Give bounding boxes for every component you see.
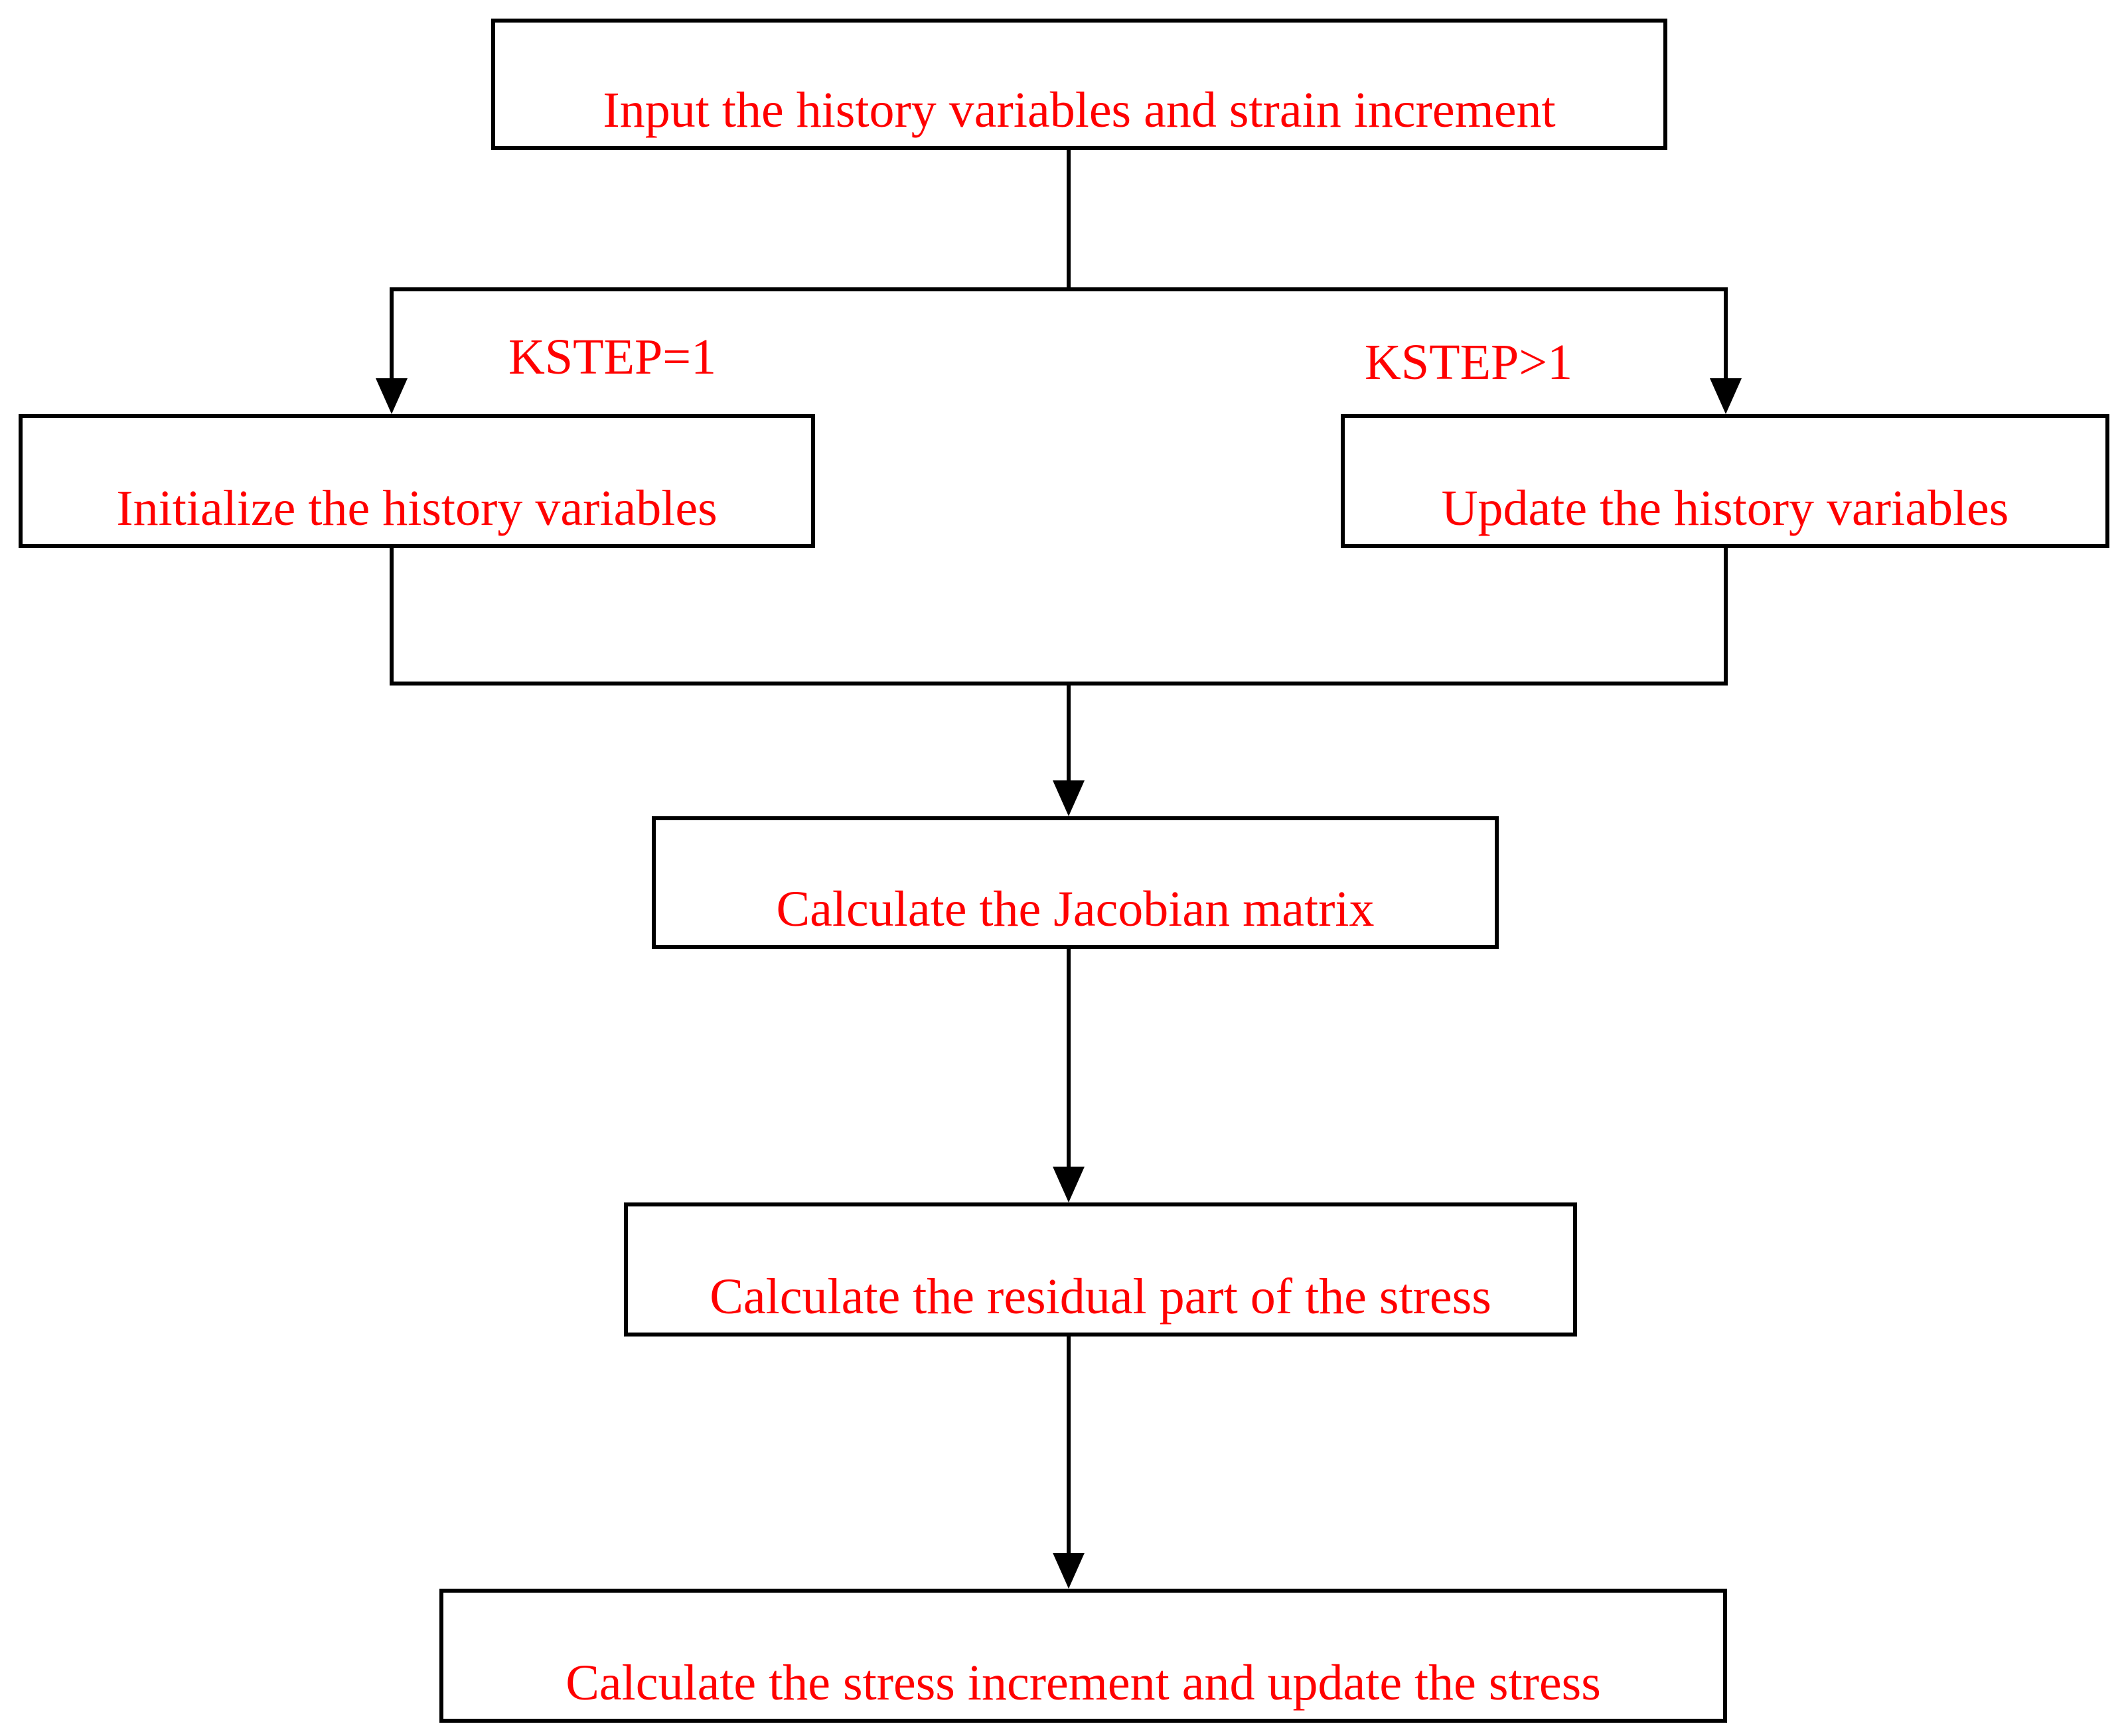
arrowhead-jacobian — [1053, 780, 1085, 816]
condition-kstep-later: KSTEP>1 — [1365, 334, 1573, 390]
input-box: Input the history variables and strain i… — [491, 19, 1667, 150]
stress-box: Calculate the stress increment and updat… — [439, 1589, 1727, 1723]
update-box: Update the history variables — [1341, 414, 2109, 548]
input-box-label: Input the history variables and strain i… — [603, 82, 1556, 138]
jacobian-box-label: Calculate the Jacobian matrix — [776, 881, 1375, 937]
arrowhead-stress — [1053, 1553, 1085, 1589]
jacobian-box: Calculate the Jacobian matrix — [652, 816, 1499, 949]
initialize-box: Initialize the history variables — [19, 414, 815, 548]
initialize-box-label: Initialize the history variables — [116, 480, 718, 536]
residual-box-label: Calculate the residual part of the stres… — [710, 1269, 1491, 1325]
residual-box: Calculate the residual part of the stres… — [624, 1202, 1577, 1337]
arrowhead-update — [1710, 378, 1742, 414]
arrowhead-initialize — [376, 378, 408, 414]
condition-kstep-first: KSTEP=1 — [508, 329, 717, 385]
update-box-label: Update the history variables — [1441, 480, 2009, 536]
arrowhead-residual — [1053, 1167, 1085, 1202]
stress-box-label: Calculate the stress increment and updat… — [566, 1655, 1601, 1711]
